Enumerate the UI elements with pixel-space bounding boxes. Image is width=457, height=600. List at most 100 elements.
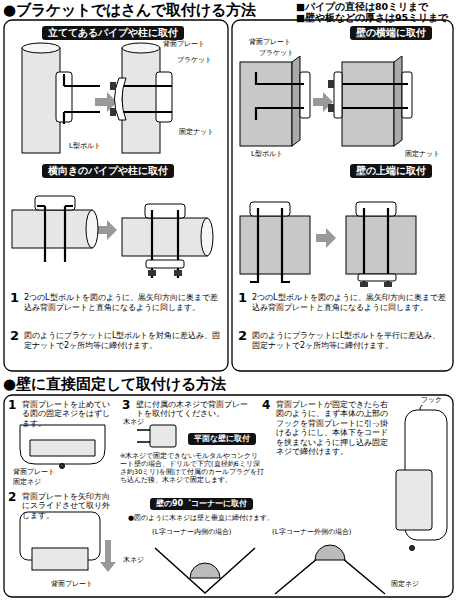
nut (148, 270, 156, 276)
caption-text: (L字コーナー外側の場合) (272, 528, 351, 537)
note-text: ※木ネジで固定できないモルタルやコンクリート壁の場合、ドリルで下穴(直径約6ミリ… (120, 452, 265, 485)
section-band: 壁の90゜コーナーに取付 (150, 498, 253, 510)
part-label: ブラケット (258, 49, 295, 58)
device-body (190, 563, 220, 578)
step-text: 2つのL型ボルトを図のように、黒矢印方向に奥まで差込み背面プレートと直角になるよ… (24, 293, 222, 313)
wall (240, 62, 292, 146)
l-bolt (65, 206, 73, 262)
panel-frame (4, 20, 228, 371)
bracket (146, 260, 184, 268)
nut (328, 80, 334, 88)
wall (394, 56, 402, 146)
pipe (12, 210, 92, 248)
nut (328, 104, 334, 112)
band-text: 立ててあるパイプや柱に取付 (48, 27, 178, 38)
section-band: 横向きのパイプや柱に取付 (42, 164, 174, 178)
wall (346, 216, 416, 274)
part-label: 固定ナット (404, 150, 441, 159)
device-body (20, 425, 105, 464)
back-plate (35, 196, 75, 210)
back-plate (35, 72, 412, 218)
l-bolt (116, 111, 172, 113)
part-label: 背面プレート (162, 40, 206, 49)
arrow (316, 228, 336, 248)
device-body (410, 546, 415, 551)
step-text: 背面プレートを止めている図の固定ネジをはずします。 (22, 400, 114, 428)
step-text: 背面プレートが固定できたら右図のように、まず本体の上部のフックを背面プレートに引… (276, 400, 394, 456)
step-number: 2 (8, 490, 16, 505)
l-bolt (334, 83, 408, 85)
device-body (150, 425, 176, 447)
pipe (22, 48, 60, 153)
section-heading: ●ブラケットではさんで取付ける方法 (3, 2, 256, 19)
l-bolt (116, 85, 172, 87)
pipe (86, 210, 98, 248)
device-body (155, 548, 255, 593)
device-body (60, 464, 65, 469)
pipe (122, 218, 207, 256)
device-body (137, 430, 150, 442)
section-band: 立ててあるパイプや柱に取付 (42, 26, 184, 40)
l-bolt (334, 107, 408, 109)
back-plate (402, 72, 412, 118)
pipe (122, 48, 160, 153)
device-body (420, 404, 426, 410)
band-text: 壁の上端に取付 (356, 165, 426, 176)
step-text: 壁に付属の木ネジで背面プレートを取付けてください。 (136, 400, 254, 419)
nut (174, 270, 182, 276)
panel-frame (232, 20, 453, 371)
section-band: 平面な壁に取付 (188, 433, 256, 445)
arrow (313, 92, 333, 112)
device-body (32, 548, 88, 570)
section-band: 壁の上端に取付 (350, 164, 432, 178)
panel-frame (4, 20, 453, 597)
step-number: 2 (238, 328, 247, 344)
l-bolt (64, 74, 100, 86)
device-body (100, 540, 116, 572)
l-bolt (256, 72, 304, 84)
spec-note: ■パイプの直径は80ミリまで (296, 1, 428, 13)
part-label: フック (420, 396, 443, 405)
part-label: L型ボルト (68, 142, 102, 151)
part-label: L型ボルト (250, 150, 284, 159)
back-plate (356, 202, 396, 216)
wall (342, 62, 394, 146)
step-number: 1 (238, 290, 247, 306)
back-plate (156, 72, 172, 122)
step-text: 図のようにブラケットにL型ボルトを対角に差込み、固定ナットで2ヶ所均等に締付けま… (24, 331, 222, 351)
l-bolt (64, 112, 100, 124)
note-text: ●図のように木ネジは壁と垂直に締付けます。 (128, 514, 274, 523)
step-text: 背面プレートを矢印方向にスライドさせて取り外します。 (22, 492, 114, 520)
l-bolt (256, 108, 304, 120)
device-body (30, 440, 95, 456)
section-band: 壁の横端に取付 (350, 26, 432, 40)
nut (110, 80, 392, 287)
pipe (22, 43, 60, 53)
part-label: 木ネジ (122, 556, 145, 565)
wall (240, 216, 310, 274)
part-label: 背面プレート (50, 580, 94, 589)
part-label: 固定ネジ (390, 580, 420, 589)
part-label: 背面プレート (12, 468, 56, 477)
step-text: 2つのL型ボルトを図のように、黒矢印方向に奥まで差込み背面プレートと直角になるよ… (252, 293, 448, 313)
band-text: 壁の横端に取付 (356, 27, 426, 38)
step-number: 3 (122, 398, 130, 413)
l-bolt (37, 206, 45, 262)
device-body (396, 470, 432, 530)
band-text: 横向きのパイプや柱に取付 (48, 165, 168, 176)
section-heading: ●壁に直接固定して取付ける方法 (3, 376, 226, 393)
part-label: 固定ナット (178, 128, 215, 137)
nut (384, 282, 392, 287)
back-plate (250, 202, 290, 216)
nut (110, 82, 116, 90)
step-text: 図のようにブラケットにL型ボルトを平行に差込み、固定ナットで2ヶ所均等に締付けま… (252, 331, 448, 351)
spec-note: ■壁や板などの厚さは95ミリまで (296, 12, 448, 24)
arrow (97, 220, 117, 240)
panel-frame (4, 395, 453, 597)
part-label: 木ネジ (122, 418, 145, 427)
pipe (122, 43, 160, 53)
bracket (115, 78, 127, 120)
wall (292, 56, 300, 146)
device-body (315, 545, 345, 560)
